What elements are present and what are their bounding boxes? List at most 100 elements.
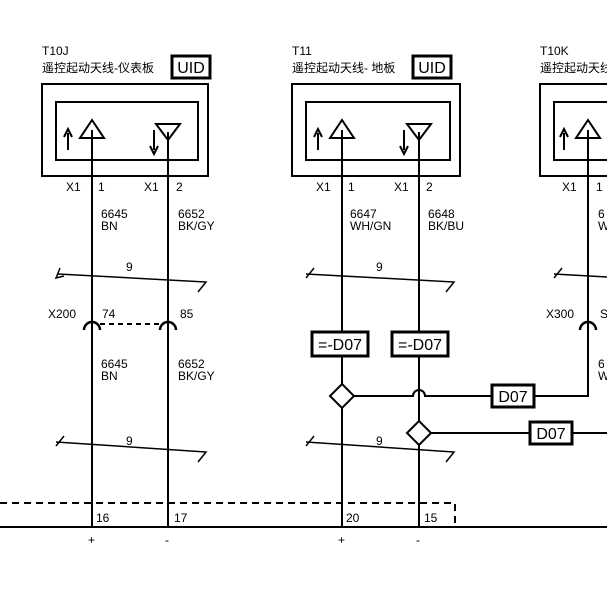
bundle-count: 9 xyxy=(376,434,383,448)
connector-cavity xyxy=(158,320,178,331)
splice-link xyxy=(534,390,589,397)
reference-label: D07 xyxy=(536,426,565,443)
uid-badge-label: UID xyxy=(418,60,446,77)
wires xyxy=(91,130,589,526)
pin-number: 74 xyxy=(102,307,116,321)
polarity-sign: + xyxy=(338,533,345,547)
bundle-count: 9 xyxy=(376,260,383,274)
reference-labels: D07 D07 xyxy=(490,383,574,446)
arrow-down-icon xyxy=(149,130,159,157)
component-t11: T11 遥控起动天线- 地板 UID xyxy=(291,44,461,177)
splice-label: =-D07 xyxy=(318,337,362,354)
circuit-number: 6 xyxy=(598,207,605,221)
antenna-symbols xyxy=(63,118,602,157)
connector-label: X1 xyxy=(562,180,577,194)
bundle-slash xyxy=(305,435,456,463)
connector-label: X1 xyxy=(394,180,409,194)
bundle-slash xyxy=(305,267,456,293)
pin-number: 1 xyxy=(596,180,603,194)
wire-labels-mid: 6645 BN 6652 BK/GY 6 W xyxy=(101,357,607,383)
connector-label: X1 xyxy=(66,180,81,194)
antenna-inner-box xyxy=(305,101,451,161)
pin-number: 1 xyxy=(98,180,105,194)
component-outline xyxy=(291,83,461,177)
bundle-count: 9 xyxy=(126,434,133,448)
reference-box xyxy=(490,383,536,409)
splices xyxy=(328,382,607,447)
bundle-slash xyxy=(553,267,607,279)
uid-badge xyxy=(411,54,453,80)
arrow-up-icon xyxy=(559,126,569,150)
circuit-number: 6647 xyxy=(350,207,377,221)
circuit-number: 6648 xyxy=(428,207,455,221)
connector-label: X1 xyxy=(144,180,159,194)
circuit-number: 6 xyxy=(598,357,605,371)
polarity-sign: - xyxy=(165,533,169,547)
component-t10k: T10K 遥控起动天线 xyxy=(539,44,607,177)
splice-link xyxy=(352,389,492,397)
connector-cavity xyxy=(82,320,102,331)
module-pin: 15 xyxy=(424,511,438,525)
bundle-slash xyxy=(55,435,208,463)
wire-color: BN xyxy=(101,369,118,383)
connector-cavity xyxy=(578,320,598,331)
splice-label: =-D07 xyxy=(398,337,442,354)
bottom-module: 16 17 20 15 + - + - xyxy=(0,502,607,547)
circuit-number: 6652 xyxy=(178,357,205,371)
wire-color: BK/BU xyxy=(428,219,464,233)
splice-box xyxy=(310,330,370,358)
wire-color: W xyxy=(598,219,607,233)
pin-labels: X1 1 X1 2 X1 1 X1 2 X1 1 xyxy=(66,180,603,194)
arrow-up-icon xyxy=(313,126,323,150)
pin-number: 1 xyxy=(348,180,355,194)
arrow-up-icon xyxy=(63,126,73,150)
module-pin: 16 xyxy=(96,511,110,525)
pin-number: 2 xyxy=(426,180,433,194)
arrow-down-icon xyxy=(399,130,409,157)
inline-connector-x300: X300 S xyxy=(546,307,607,331)
antenna-receive-icon xyxy=(405,123,433,142)
connector-label: X1 xyxy=(316,180,331,194)
connector-id: X300 xyxy=(546,307,574,321)
bundle-markers: 9 9 9 9 xyxy=(54,260,607,463)
antenna-inner-box xyxy=(55,101,199,161)
splice-box xyxy=(390,330,450,358)
module-outline-dash xyxy=(0,502,456,526)
wire-color: BK/GY xyxy=(178,219,215,233)
pin-number: 85 xyxy=(180,307,194,321)
component-name: 遥控起动天线- 地板 xyxy=(292,61,395,75)
wire-color: WH/GN xyxy=(350,219,391,233)
splice-labels: =-D07 =-D07 xyxy=(310,330,450,358)
wire-color: BK/GY xyxy=(178,369,215,383)
wire-color: W xyxy=(598,369,607,383)
reference-box xyxy=(528,420,574,446)
circuit-number: 6645 xyxy=(101,207,128,221)
pin-number: 2 xyxy=(176,180,183,194)
splice-diamond-icon xyxy=(328,382,356,410)
module-pin: 17 xyxy=(174,511,188,525)
uid-badge-label: UID xyxy=(177,60,205,77)
reference-label: D07 xyxy=(498,389,527,406)
polarity-sign: + xyxy=(88,533,95,547)
antenna-receive-icon xyxy=(154,123,182,142)
bundle-slash xyxy=(54,267,208,293)
polarity-sign: - xyxy=(416,533,420,547)
connector-id: X200 xyxy=(48,307,76,321)
uid-badge xyxy=(170,54,212,80)
component-outline xyxy=(41,83,209,177)
splice-diamond-icon xyxy=(405,419,433,447)
wire-color: BN xyxy=(101,219,118,233)
pin-number: S xyxy=(600,307,607,321)
circuit-number: 6645 xyxy=(101,357,128,371)
antenna-inner-box xyxy=(553,101,607,161)
component-id: T10J xyxy=(42,44,69,58)
component-t10j: T10J 遥控起动天线-仪表板 UID xyxy=(41,44,212,177)
inline-connector-x200: X200 74 85 xyxy=(48,307,194,331)
component-id: T11 xyxy=(292,44,312,58)
wire-labels-top: 6645 BN 6652 BK/GY 6647 WH/GN 6648 BK/BU… xyxy=(101,207,607,233)
circuit-number: 6652 xyxy=(178,207,205,221)
component-outline xyxy=(539,83,607,177)
component-name: 遥控起动天线 xyxy=(540,61,607,75)
component-name: 遥控起动天线-仪表板 xyxy=(42,61,154,75)
